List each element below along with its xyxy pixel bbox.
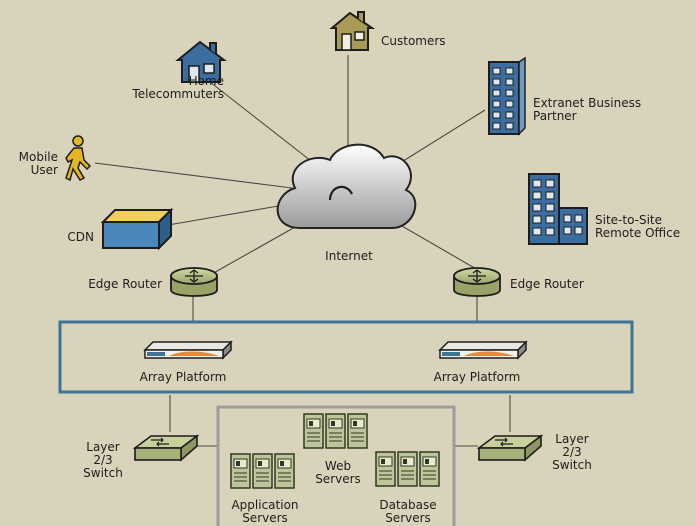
label-layer-switch-left: Layer 2/3 Switch: [83, 440, 123, 480]
label-customers: Customers: [381, 34, 446, 48]
array-platform-group: [58, 320, 634, 394]
label-extranet-partner: Extranet Business Partner: [533, 96, 642, 123]
label-edge-router-right: Edge Router: [510, 277, 584, 291]
label-array-platform-left: Array Platform: [139, 370, 227, 384]
label-mobile-user: Mobile User: [18, 150, 58, 177]
server-farm-group: [216, 405, 456, 526]
router-icon: [453, 267, 501, 297]
label-site-to-site: Site-to-Site Remote Office: [595, 213, 681, 240]
walking-person-icon: [65, 135, 92, 182]
house-icon: [329, 11, 376, 51]
label-internet: Internet: [325, 249, 373, 263]
cloud-icon: [276, 143, 417, 229]
label-application-servers: Application Servers: [231, 498, 299, 525]
label-array-platform-right: Array Platform: [433, 370, 521, 384]
array-appliance-icon: [143, 340, 233, 360]
label-home-telecommuters: Home Telecommuters: [132, 74, 224, 101]
router-icon: [170, 267, 218, 297]
label-layer-switch-right: Layer 2/3 Switch: [552, 432, 592, 472]
label-web-servers: Web Servers: [315, 459, 361, 486]
label-edge-router-left: Edge Router: [88, 277, 162, 291]
server-rack-icon: [303, 413, 368, 449]
building-icon: [488, 56, 526, 136]
label-cdn: CDN: [67, 230, 94, 244]
server-rack-icon: [375, 451, 440, 487]
switch-icon: [476, 434, 544, 462]
switch-icon: [132, 434, 200, 462]
connector-lines: [94, 55, 511, 447]
label-database-servers: Database Servers: [379, 498, 437, 525]
server-rack-icon: [230, 453, 295, 489]
array-appliance-icon: [438, 340, 528, 360]
building-icon: [528, 173, 588, 245]
house-icon: [175, 40, 227, 83]
cdn-icon: [100, 207, 174, 251]
